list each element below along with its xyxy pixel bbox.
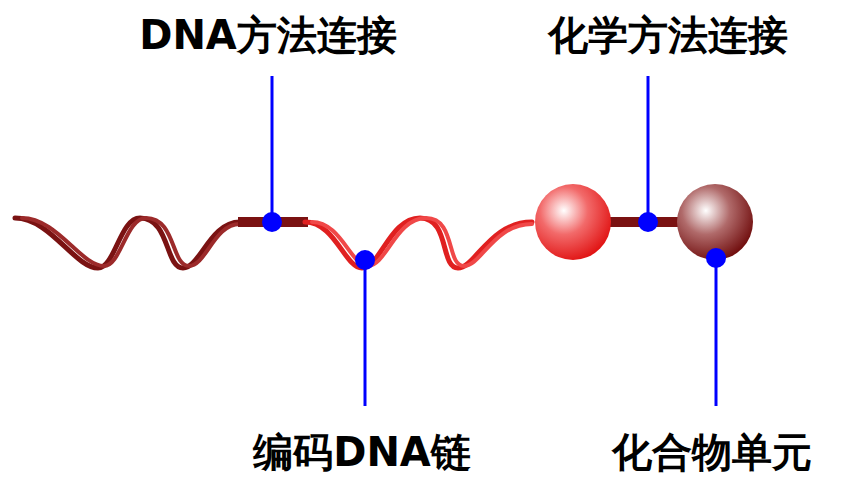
callout-label: 化学方法连接 [548,12,788,58]
dna-helix [15,218,240,268]
dna-helix [305,218,532,268]
callout-label: DNA方法连接 [139,12,397,58]
leader-dots [262,212,726,270]
leader-lines [272,76,716,406]
callout-label: 编码DNA链 [253,429,471,475]
compound-sphere [535,184,611,260]
callout-label: 化合物单元 [612,429,812,475]
